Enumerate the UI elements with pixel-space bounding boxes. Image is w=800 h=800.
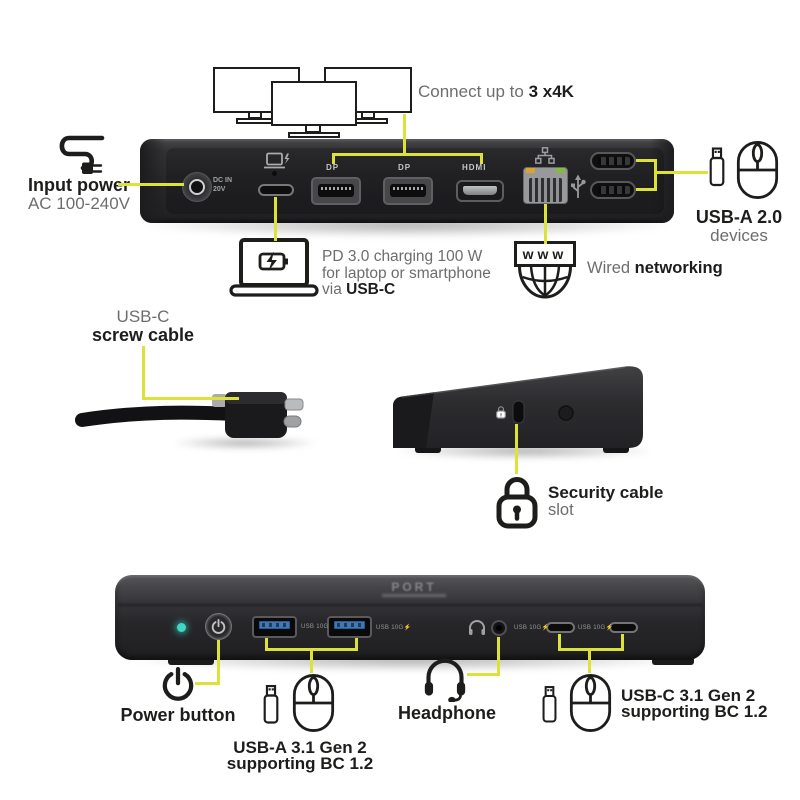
usbc-host-port (258, 184, 294, 196)
rear-dock-left-face (140, 139, 166, 223)
usba3-port-1-pins (262, 623, 287, 627)
usbc-screw-cable-image (75, 392, 304, 438)
callout-video-hdmi (480, 153, 483, 164)
usbc-gen2-label: USB-C 3.1 Gen 2 supporting BC 1.2 (621, 686, 768, 721)
www-box: www (514, 241, 576, 267)
ethernet-led-amber (526, 168, 535, 173)
callout-usba-v (654, 159, 657, 191)
monitor-stand (288, 132, 340, 138)
usb-trident-icon (571, 174, 586, 198)
laptop-charge-glyph-icon (264, 152, 290, 169)
callout-usba-stub2 (636, 188, 657, 191)
monitor-stand (236, 118, 276, 124)
power-cable-icon (59, 135, 105, 174)
mouse-icon (569, 672, 612, 734)
brand-logo: PORT (391, 580, 437, 594)
screw-cable-label: USB-C screw cable (91, 307, 195, 345)
headphone-jack-hole (496, 625, 502, 631)
usbc-port-2-label: USB 10G⚡ (578, 625, 614, 631)
usba2-port-2-pins (598, 186, 630, 194)
dp2-label: DP (398, 163, 412, 172)
input-power-label: Input power AC 100-240V (27, 175, 131, 213)
rear-led-hole (272, 171, 277, 176)
mouse-icon (292, 672, 335, 734)
usba3-port-2-pins (337, 623, 362, 627)
usba-gen2-label: USB-A 3.1 Gen 2 supporting BC 1.2 (226, 738, 374, 773)
padlock-icon (494, 472, 540, 530)
usbc-port-1-label: USB 10G⚡ (514, 625, 550, 631)
callout-hp-v (497, 637, 500, 676)
usba-devices-label: USB-A 2.0 devices (695, 207, 783, 245)
dp-port-1-pins (321, 187, 351, 190)
pd-charging-label: PD 3.0 charging 100 W for laptop or smar… (322, 248, 491, 298)
cable-shadow (170, 436, 320, 450)
dock-side-view (393, 365, 643, 453)
callout-power-v (217, 640, 220, 685)
brand-logo-subline (382, 594, 446, 597)
dp-port-1-slot (318, 184, 354, 197)
callout-screw-v (142, 346, 145, 400)
callout-usbc-down (274, 197, 277, 241)
power-button-label: Power button (120, 705, 236, 725)
ethernet-led-green (556, 168, 565, 173)
callout-fusba-v2 (355, 638, 358, 651)
callout-input-power (118, 183, 184, 186)
callout-security-v (515, 424, 518, 474)
callout-fusbc-c (588, 648, 591, 673)
dp-port-2-slot (390, 184, 426, 197)
callout-video-up (403, 114, 406, 156)
hdmi-label: HDMI (462, 163, 487, 172)
callout-hp-h (467, 673, 500, 676)
usbc-port-1[interactable] (546, 622, 575, 633)
front-dock-foot (652, 656, 694, 665)
callout-ethernet-down (544, 204, 547, 244)
usba3-port-2-label: USB 10G⚡ (376, 625, 412, 631)
callout-video-h (332, 153, 483, 156)
network-icon (535, 147, 555, 164)
power-symbol-icon (161, 666, 195, 702)
dp-port-2-pins (393, 187, 423, 190)
globe-icon (518, 266, 572, 299)
usba2-port-1-pins (598, 157, 630, 165)
usb-stick-icon (708, 145, 726, 189)
callout-usba-out (654, 171, 708, 174)
callout-fusba-v1 (265, 638, 268, 651)
usbc-port-2[interactable] (609, 622, 638, 633)
headphone-label: Headphone (398, 703, 497, 723)
wired-networking-label: Wired networking (587, 259, 723, 277)
dp1-label: DP (326, 163, 340, 172)
power-led (177, 623, 186, 632)
dc-in-pin (189, 179, 205, 195)
callout-power-h (195, 682, 220, 685)
power-symbol-icon (211, 619, 226, 634)
security-slot-label: Security cable slot (548, 483, 664, 519)
mouse-icon (736, 140, 779, 200)
headset-icon (422, 658, 468, 702)
ethernet-port-pins (529, 178, 562, 202)
front-dock-edge (118, 604, 702, 606)
callout-fusbc-h (558, 648, 624, 651)
callout-fusba-c (310, 648, 313, 673)
hdmi-port-slot (463, 186, 497, 195)
callout-fusbc-v1 (558, 634, 561, 651)
connect-label: Connect up to 3 x4K (418, 82, 574, 101)
laptop-charging-icon (229, 238, 319, 297)
callout-usba-stub1 (636, 159, 657, 162)
callout-fusbc-v2 (621, 634, 624, 651)
usb-stick-icon (541, 684, 558, 725)
callout-video-dp1 (332, 153, 335, 164)
usba3-port-1-label: USB 10G (301, 624, 329, 630)
lock-glyph-icon (495, 405, 507, 419)
usb-stick-icon (262, 683, 280, 726)
callout-screw-h (142, 397, 239, 400)
monitor-front (271, 81, 357, 126)
headphone-glyph-icon (469, 620, 485, 635)
front-dock-foot (168, 656, 214, 665)
